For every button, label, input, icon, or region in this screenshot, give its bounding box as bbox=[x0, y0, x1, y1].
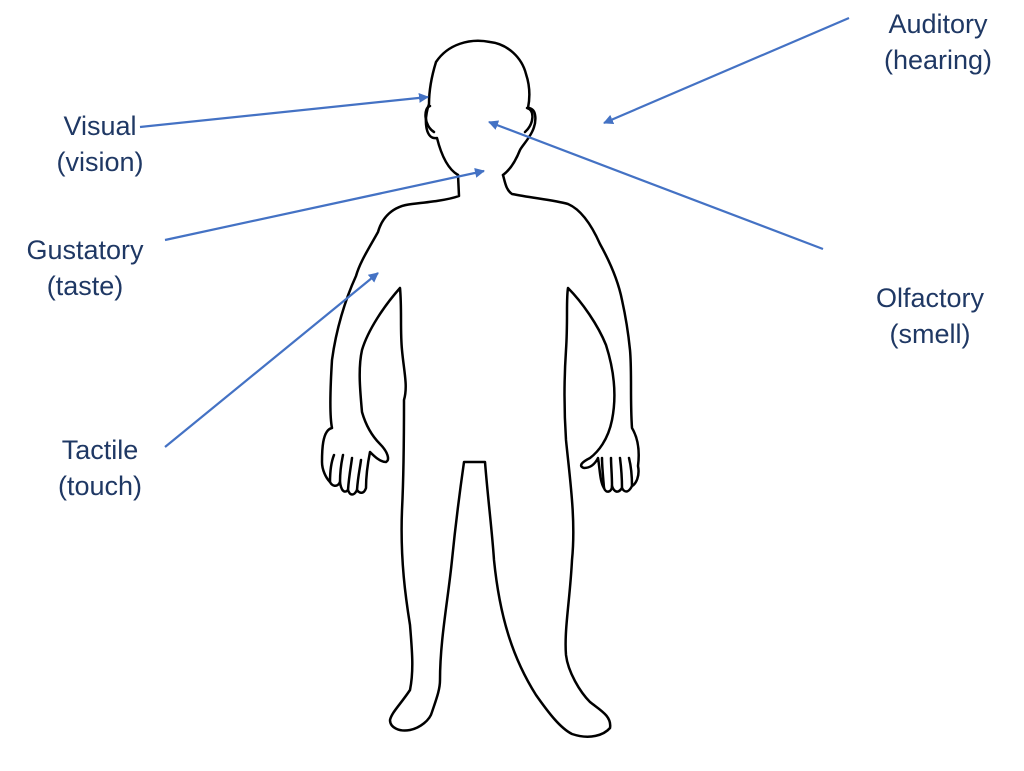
arrow-tactile bbox=[165, 273, 378, 447]
label-tactile-sense: (touch) bbox=[30, 468, 170, 504]
label-visual-name: Visual bbox=[30, 108, 170, 144]
finger-detail bbox=[340, 455, 343, 482]
finger-detail bbox=[357, 460, 361, 490]
label-gustatory-name: Gustatory bbox=[0, 232, 170, 268]
arrows bbox=[140, 18, 849, 447]
finger-detail bbox=[629, 458, 632, 486]
arrow-auditory bbox=[604, 18, 849, 123]
finger-detail bbox=[348, 458, 352, 490]
label-visual-sense: (vision) bbox=[30, 144, 170, 180]
finger-detail bbox=[330, 455, 334, 482]
body-outline bbox=[322, 41, 639, 737]
arrow-gustatory bbox=[165, 171, 484, 240]
label-visual: Visual (vision) bbox=[30, 108, 170, 180]
label-gustatory-sense: (taste) bbox=[0, 268, 170, 304]
label-auditory: Auditory (hearing) bbox=[854, 6, 1022, 78]
label-olfactory-sense: (smell) bbox=[840, 316, 1020, 352]
label-olfactory: Olfactory (smell) bbox=[840, 280, 1020, 352]
torso-and-limbs-outline bbox=[322, 175, 639, 737]
label-tactile: Tactile (touch) bbox=[30, 432, 170, 504]
finger-detail bbox=[611, 458, 612, 486]
arrow-visual bbox=[140, 97, 428, 127]
head-outline bbox=[426, 41, 535, 175]
label-tactile-name: Tactile bbox=[30, 432, 170, 468]
label-gustatory: Gustatory (taste) bbox=[0, 232, 170, 304]
label-auditory-sense: (hearing) bbox=[854, 42, 1022, 78]
finger-detail bbox=[620, 458, 622, 488]
ear-outline bbox=[525, 108, 532, 132]
arrow-olfactory bbox=[489, 122, 823, 249]
label-auditory-name: Auditory bbox=[854, 6, 1022, 42]
label-olfactory-name: Olfactory bbox=[840, 280, 1020, 316]
